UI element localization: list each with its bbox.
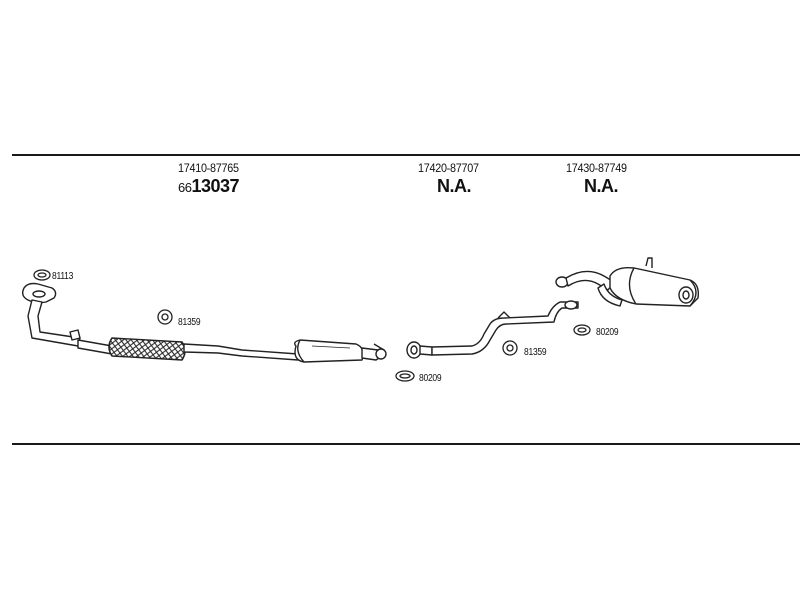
reference-number: 13037 [191,176,240,196]
part-number-center-pipe: 17420-87707 [418,161,479,175]
reference-prefix: 66 [178,180,192,195]
callout-hanger-mid: 81359 [524,347,547,358]
callout-gasket-rear: 80209 [596,327,619,338]
rear-muffler-assembly [555,257,700,307]
reference-front-pipe: 6613037 [178,176,240,197]
callout-hanger-front: 81359 [178,317,201,328]
callout-gasket-front: 81113 [52,271,74,282]
front-muffler [293,339,364,363]
clamp-icon-mid [395,370,415,382]
hanger-icon-mid [502,340,518,356]
reference-center-pipe: N.A. [437,176,472,196]
gasket-icon-rear [573,324,591,336]
reference-rear-muffler: N.A. [584,176,619,196]
top-divider-line [12,154,800,156]
part-number-rear-muffler: 17430-87749 [566,161,627,175]
bottom-divider-line [12,443,800,445]
front-pipe-assembly [21,282,387,363]
part-number-front-pipe: 17410-87765 [178,161,239,175]
center-pipe-assembly [406,300,579,359]
gasket-icon-front [33,269,51,281]
catalyst-section [108,337,186,361]
callout-clamp-mid: 80209 [419,373,442,384]
hanger-icon-front [157,309,173,325]
